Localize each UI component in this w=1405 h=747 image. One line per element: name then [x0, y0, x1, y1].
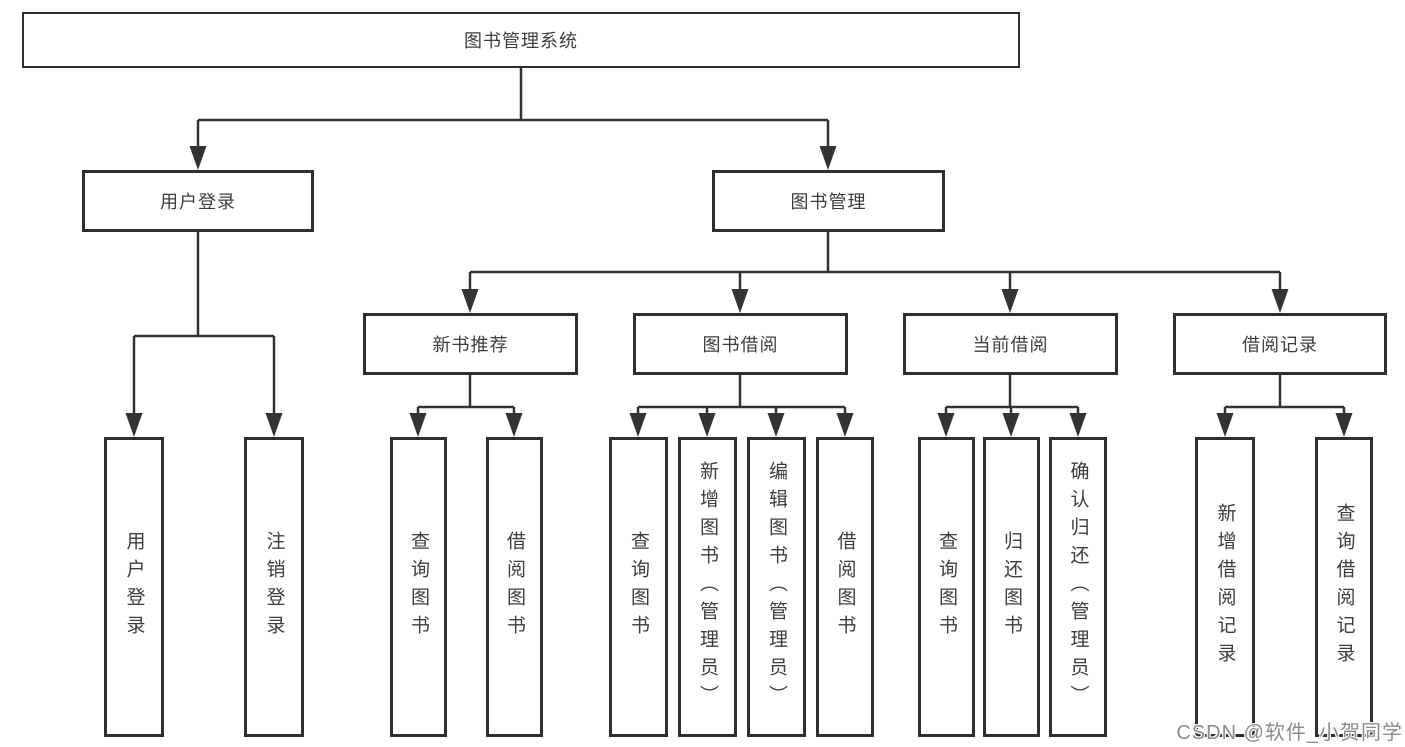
leaf-query-book-3: 查询图书 [918, 437, 975, 737]
leaf-add-borrow-record: 新增借阅记录 [1195, 437, 1255, 737]
node-borrow-records: 借阅记录 [1173, 313, 1387, 375]
leaf-logout: 注销登录 [244, 437, 304, 737]
node-root-system: 图书管理系统 [22, 12, 1020, 68]
leaf-query-borrow-record: 查询借阅记录 [1315, 437, 1373, 737]
leaf-query-book-2: 查询图书 [609, 437, 668, 737]
leaf-return-book: 归还图书 [983, 437, 1040, 737]
leaf-confirm-return-admin: 确认归还（管理员） [1049, 437, 1107, 737]
node-label: 用户登录 [160, 192, 236, 212]
node-label: 借阅图书 [504, 531, 525, 643]
node-new-book-recommend: 新书推荐 [363, 313, 578, 375]
leaf-query-book-1: 查询图书 [390, 437, 447, 737]
leaf-edit-book-admin: 编辑图书（管理员） [747, 437, 806, 737]
node-label: 查询图书 [936, 531, 957, 643]
node-user-login: 用户登录 [82, 170, 314, 232]
node-book-borrow: 图书借阅 [633, 313, 848, 375]
leaf-borrow-book-2: 借阅图书 [816, 437, 874, 737]
node-current-borrow: 当前借阅 [903, 313, 1118, 375]
node-label: 查询借阅记录 [1333, 503, 1355, 671]
node-label: 图书管理 [790, 192, 867, 212]
node-label: 查询图书 [628, 531, 649, 643]
node-label: 新书推荐 [432, 335, 509, 355]
leaf-add-book-admin: 新增图书（管理员） [678, 437, 737, 737]
node-label: 注销登录 [263, 531, 285, 643]
node-label: 当前借阅 [972, 335, 1049, 355]
node-book-manage: 图书管理 [712, 170, 945, 232]
node-label: 借阅记录 [1242, 335, 1318, 355]
leaf-borrow-book-1: 借阅图书 [486, 437, 543, 737]
node-label: 新增借阅记录 [1214, 503, 1236, 671]
node-label: 归还图书 [1001, 531, 1022, 643]
node-label: 新增图书（管理员） [697, 461, 718, 713]
node-label: 编辑图书（管理员） [766, 461, 787, 713]
csdn-watermark: CSDN @软件_小贺同学 [1176, 722, 1403, 744]
node-label: 图书管理系统 [464, 31, 578, 51]
node-label: 确认归还（管理员） [1067, 461, 1089, 713]
node-label: 图书借阅 [702, 335, 779, 355]
node-label: 查询图书 [408, 531, 429, 643]
leaf-user-login: 用户登录 [104, 437, 164, 737]
node-label: 用户登录 [123, 531, 145, 643]
node-label: 借阅图书 [834, 531, 856, 643]
